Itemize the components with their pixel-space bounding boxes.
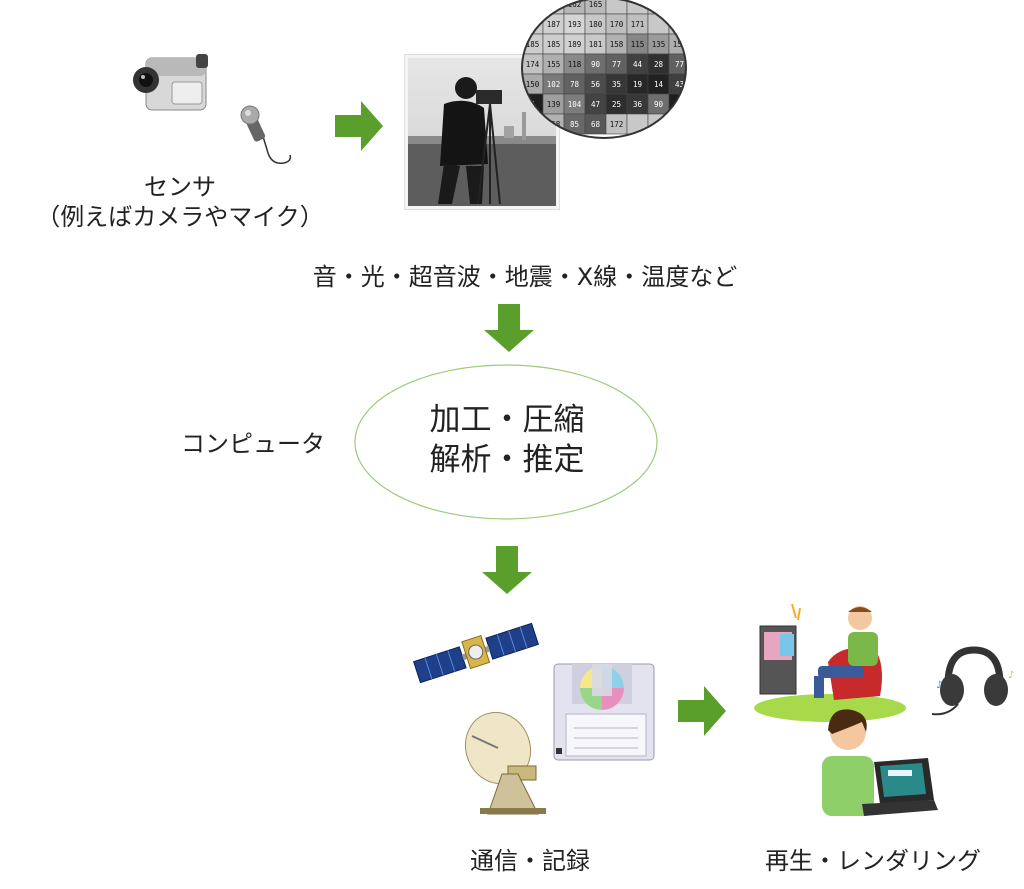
pixel-value: 90 [654,100,664,109]
pixel-value: 170 [610,20,624,29]
pixel-cell [605,0,628,15]
pixel-value: 185 [526,40,540,49]
processing-line2: 解析・推定 [429,442,585,478]
processing-line1: 加工・圧縮 [429,402,585,438]
pixel-value: 36 [633,100,643,109]
pixel-cell [626,113,649,135]
pixel-value: 185 [547,40,561,49]
playback-rendering-label: 再生・レンダリング [765,847,981,875]
svg-text:♪: ♪ [1008,670,1014,681]
pixel-value: 43 [675,80,684,89]
headphones-icon: ♪ ♪ [928,642,1018,720]
pixel-value: 187 [547,20,561,29]
sensor-label-line1: センサ [144,173,216,201]
pixel-value: 44 [633,60,643,69]
pixel-value: 158 [610,40,624,49]
pixel-value: 115 [631,40,645,49]
sensor-label: センサ （例えばカメラやマイク） [30,172,330,232]
pixel-value: 25 [612,100,621,109]
pixel-value: 78 [570,80,580,89]
pixel-value: 165 [589,0,603,9]
pixel-cell [668,0,686,15]
pixel-value: 150 [526,80,540,89]
pixel-value: 172 [610,120,624,129]
pixel-value: 162 [568,0,582,9]
pixel-value: 14 [654,80,664,89]
pixel-value: 135 [652,40,666,49]
pixel-value: 1 [677,100,682,109]
arrow-down-signals [484,304,534,352]
pixel-cell [668,113,686,135]
pixel-value: 90 [591,60,601,69]
pixel-value: 19 [633,80,642,89]
floppy-disk-icon [552,662,660,764]
pixel-value: 28 [654,60,664,69]
pixel-cell [647,113,670,135]
pixel-value: 174 [526,60,540,69]
satellite-icon [412,616,540,690]
pixel-value: 139 [547,100,561,109]
pixel-value: 189 [568,40,582,49]
processing-text: 加工・圧縮 解析・推定 [402,400,612,480]
pixel-value: 155 [547,60,561,69]
pixel-value: 47 [591,100,600,109]
parabolic-antenna-icon [458,708,550,816]
arrow-down-computer [482,546,532,594]
pixel-cell [647,0,670,15]
pixel-value: 171 [631,20,645,29]
arrow-right-sensor [335,101,383,151]
pixel-value: 102 [547,80,561,89]
processing-ellipse [352,362,660,522]
pixel-value: 180 [589,20,603,29]
signals-label: 音・光・超音波・地震・X線・温度など [312,263,738,291]
pixel-value: 154 [673,40,687,49]
pixel-value: 118 [568,60,582,69]
arrow-right-output [678,686,726,736]
pixel-cell [647,13,670,35]
pixel-value: 77 [612,60,621,69]
pixel-value: 193 [568,20,582,29]
transmit-record-label: 通信・記録 [470,847,590,875]
pixel-cell [522,0,544,15]
pixel-value: 56 [591,80,601,89]
man-watching-tv-icon [752,604,908,724]
computer-label: コンピュータ [181,430,325,458]
pixel-cell [522,113,544,135]
pixel-value: 77 [675,60,684,69]
camcorder-icon [132,52,214,118]
pixel-cell [668,13,686,35]
pixel-value: 85 [570,120,579,129]
pixel-value: 35 [612,80,621,89]
woman-laptop-icon [814,700,938,820]
svg-text:♪: ♪ [936,680,942,691]
pixel-value: 68 [591,120,601,129]
microphone-icon [238,105,298,170]
pixel-value: 181 [589,40,603,49]
sensor-label-line2: （例えばカメラやマイク） [36,203,324,231]
pixel-value: 104 [568,100,582,109]
